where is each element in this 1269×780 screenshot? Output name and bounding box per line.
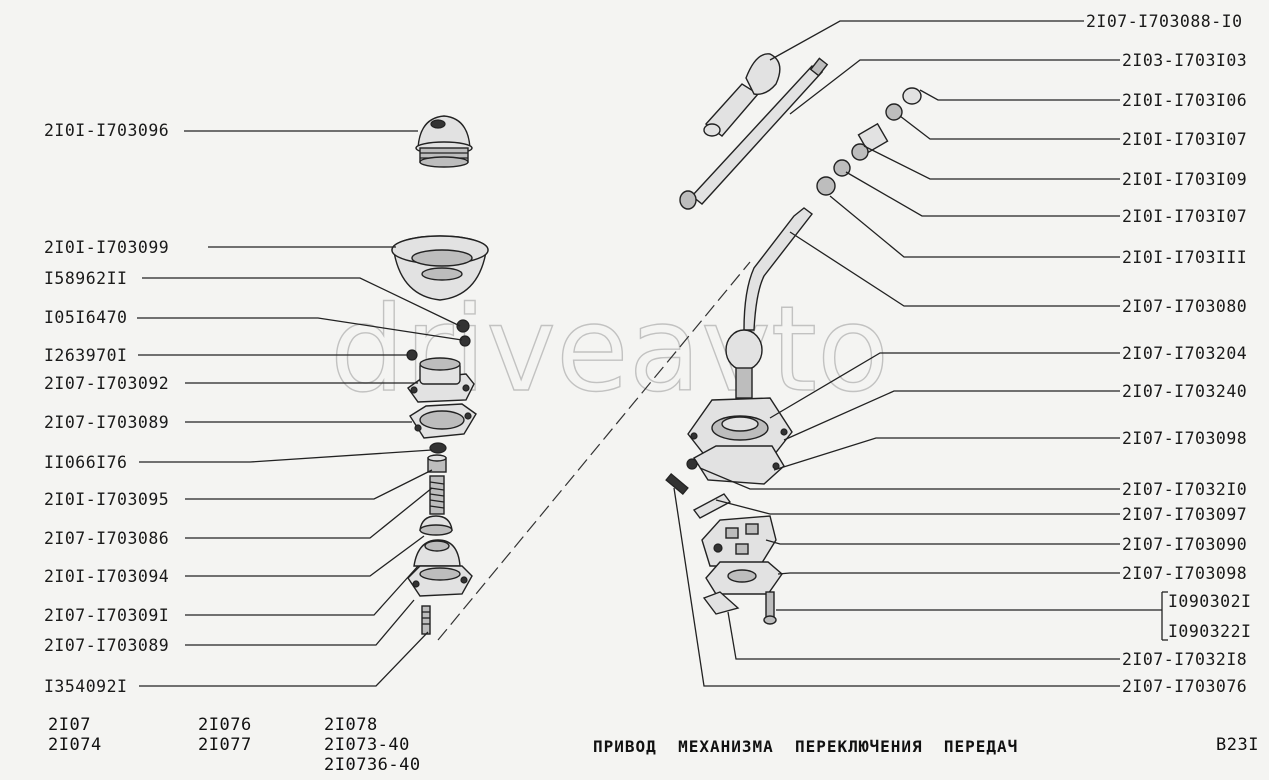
model-code: 2I077 — [198, 735, 252, 755]
label-left: I05I6470 — [44, 308, 127, 327]
label-right: 2I07-I703098 — [1122, 564, 1247, 583]
right-sleeve-part — [851, 122, 889, 161]
label-left: II066I76 — [44, 453, 127, 472]
label-left: I354092I — [44, 677, 127, 696]
right-bracket-part — [702, 591, 740, 615]
right-ring-1 — [885, 103, 903, 121]
label-right: 2I07-I703090 — [1122, 535, 1247, 554]
left-boot-part — [391, 235, 489, 301]
label-right: 2I07-I703076 — [1122, 677, 1247, 696]
left-bolt-part — [421, 605, 431, 635]
left-gasket-part — [409, 403, 477, 439]
model-code: 2I078 — [324, 715, 378, 735]
label-left: I58962II — [44, 269, 127, 288]
label-left: I263970I — [44, 346, 127, 365]
label-right: 2I07-I7032I0 — [1122, 480, 1247, 499]
right-lower-gasket-part — [705, 561, 783, 595]
label-right: 2I0I-I703I07 — [1122, 130, 1247, 149]
model-code: 2I074 — [48, 735, 102, 755]
right-ring-3 — [816, 176, 836, 196]
label-left: 2I0I-I703095 — [44, 490, 169, 509]
label-left: 2I07-I703092 — [44, 374, 169, 393]
label-right: 2I0I-I703III — [1122, 248, 1247, 267]
footer: 2I07 2I074 2I076 2I077 2I078 2I073-40 2I… — [48, 715, 1259, 775]
label-right: 2I07-I703088-I0 — [1086, 12, 1243, 31]
right-spring-part — [665, 473, 732, 519]
label-left: 2I07-I703086 — [44, 529, 169, 548]
model-code: 2I07 — [48, 715, 91, 735]
label-left: 2I0I-I703096 — [44, 121, 169, 140]
label-right: 2I07-I703240 — [1122, 382, 1247, 401]
model-code: 2I076 — [198, 715, 252, 735]
label-right: 2I03-I703I03 — [1122, 51, 1247, 70]
label-right: 2I07-I703204 — [1122, 344, 1247, 363]
label-right: 2I0I-I703I07 — [1122, 207, 1247, 226]
right-bolt-part — [763, 591, 777, 625]
left-seat-part — [419, 515, 453, 536]
model-code: 2I073-40 — [324, 735, 410, 755]
left-washer-2 — [459, 335, 471, 347]
left-washer-1 — [456, 319, 470, 333]
label-right: I090302I — [1168, 592, 1251, 611]
right-plate-part — [701, 515, 777, 567]
right-lever-part — [725, 207, 813, 399]
labels-right: 2I07-I703088-I0 2I03-I703I03 2I0I-I703I0… — [1086, 12, 1251, 696]
label-right: I090322I — [1168, 622, 1251, 641]
label-left: 2I07-I703089 — [44, 413, 169, 432]
left-small-ring — [406, 349, 418, 361]
right-bushing-1 — [902, 87, 922, 105]
label-left: 2I0I-I703099 — [44, 238, 169, 257]
left-flange-part — [407, 565, 473, 597]
left-support-part — [413, 539, 461, 567]
label-right: 2I0I-I703I06 — [1122, 91, 1247, 110]
axis-dashed-line — [437, 261, 751, 641]
label-right: 2I07-I703097 — [1122, 505, 1247, 524]
label-right: 2I07-I703098 — [1122, 429, 1247, 448]
right-knob-part — [703, 53, 781, 137]
left-bushing — [427, 454, 447, 473]
diagram-title: ПРИВОД МЕХАНИЗМА ПЕРЕКЛЮЧЕНИЯ ПЕРЕДАЧ — [593, 737, 1018, 756]
label-right: 2I0I-I703I09 — [1122, 170, 1247, 189]
label-left: 2I07-I70309I — [44, 606, 169, 625]
leader-lines — [137, 20, 1168, 687]
left-cap-part — [415, 115, 473, 168]
labels-left: 2I0I-I703096 2I0I-I703099 I58962II I05I6… — [44, 121, 169, 696]
label-right: 2I07-I703080 — [1122, 297, 1247, 316]
sheet-number: B23I — [1216, 735, 1259, 755]
left-spring-part — [429, 475, 445, 515]
left-housing-part — [407, 357, 475, 403]
model-code: 2I0736-40 — [324, 755, 421, 775]
label-left: 2I07-I703089 — [44, 636, 169, 655]
label-right: 2I07-I7032I8 — [1122, 650, 1247, 669]
left-oring — [429, 442, 447, 454]
label-left: 2I0I-I703094 — [44, 567, 169, 586]
right-rod-part — [679, 57, 829, 210]
